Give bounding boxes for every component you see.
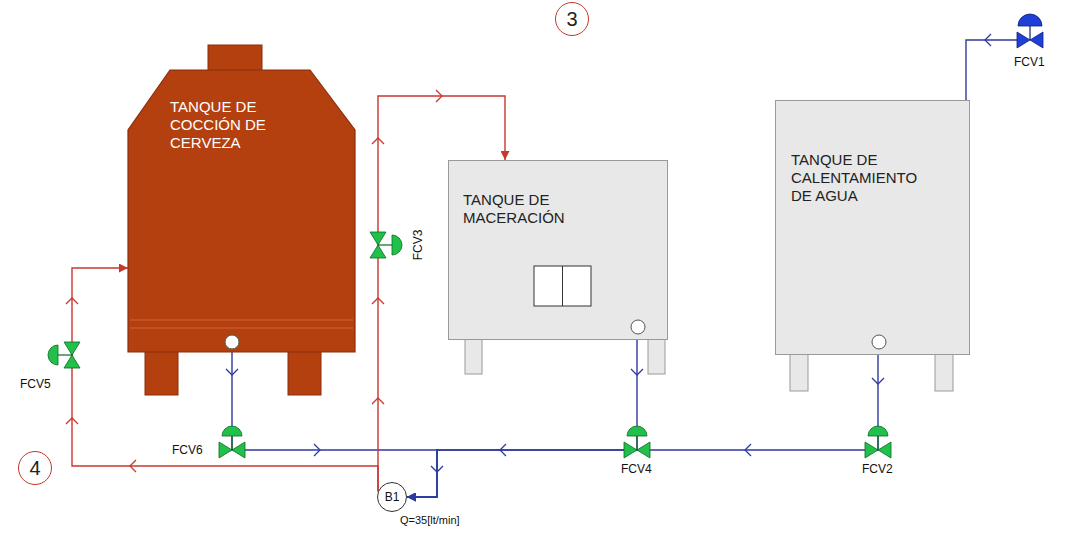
kettle-band bbox=[130, 328, 353, 329]
tank-leg bbox=[790, 351, 808, 391]
flow-chevron bbox=[226, 369, 238, 375]
flow-chevron bbox=[314, 444, 320, 456]
tank-label: TANQUE DE CALENTAMIENTO DE AGUA bbox=[791, 151, 931, 205]
flow-chevron bbox=[985, 34, 991, 46]
valve-tag: FCV2 bbox=[862, 462, 893, 476]
valve-tag: FCV1 bbox=[1014, 55, 1045, 69]
flow-rate-label: Q=35[lt/min] bbox=[400, 513, 460, 527]
control-valve bbox=[865, 426, 891, 458]
flow-chevron bbox=[66, 418, 78, 424]
kettle-band bbox=[130, 320, 353, 321]
tank-leg bbox=[465, 336, 482, 374]
flow-chevron bbox=[436, 90, 442, 102]
flow-chevron bbox=[372, 138, 384, 144]
control-valve bbox=[48, 342, 80, 368]
callout-text: 4 bbox=[29, 458, 40, 478]
tank-shape bbox=[776, 101, 971, 356]
callout-number: 3 bbox=[555, 2, 589, 36]
flow-chevron bbox=[372, 398, 384, 404]
tank-label: TANQUE DE COCCIÓN DE CERVEZA bbox=[170, 98, 295, 152]
outlet-port bbox=[225, 335, 239, 349]
valve-tag: FCV4 bbox=[621, 462, 652, 476]
flow-chevron bbox=[66, 298, 78, 304]
flow-chevron bbox=[745, 444, 751, 456]
process-tank: TANQUE DE CALENTAMIENTO DE AGUA bbox=[775, 100, 970, 355]
callout-text: 3 bbox=[566, 9, 577, 29]
sight-window bbox=[534, 266, 591, 306]
brew-kettle-tank: TANQUE DE COCCIÓN DE CERVEZA bbox=[128, 70, 355, 352]
valve-tag: FCV5 bbox=[20, 377, 51, 391]
inlet-pipe bbox=[966, 40, 1017, 100]
flow-chevron bbox=[631, 369, 643, 375]
callout-number: 4 bbox=[18, 451, 52, 485]
tank-leg bbox=[648, 336, 665, 374]
valve-tag: FCV6 bbox=[172, 443, 203, 457]
inlet-valve bbox=[1017, 14, 1043, 48]
flow-chevron bbox=[872, 378, 884, 384]
valve-tag: FCV3 bbox=[411, 230, 425, 261]
flow-chevrons bbox=[226, 369, 884, 472]
sight-window bbox=[562, 266, 563, 306]
flow-chevron bbox=[372, 298, 384, 304]
pump-symbol: B1 bbox=[377, 482, 407, 512]
outlet-port bbox=[872, 335, 886, 349]
control-valve bbox=[624, 426, 650, 458]
tank-leg bbox=[935, 351, 953, 391]
tank-shape bbox=[449, 161, 669, 341]
outlet-port bbox=[631, 320, 645, 334]
flow-chevron bbox=[130, 460, 136, 472]
pipe-connector bbox=[232, 352, 437, 497]
flow-chevron bbox=[500, 444, 506, 456]
tank-label: TANQUE DE MACERACIÓN bbox=[463, 191, 588, 227]
control-valve bbox=[370, 232, 402, 258]
flow-chevron bbox=[431, 466, 443, 472]
tank-chimney bbox=[208, 45, 262, 73]
pipe-connector bbox=[407, 340, 637, 497]
control-valve bbox=[219, 426, 245, 458]
kettle-body bbox=[128, 70, 355, 352]
process-tank: TANQUE DE MACERACIÓN bbox=[448, 160, 668, 340]
pump-label: B1 bbox=[385, 491, 400, 503]
